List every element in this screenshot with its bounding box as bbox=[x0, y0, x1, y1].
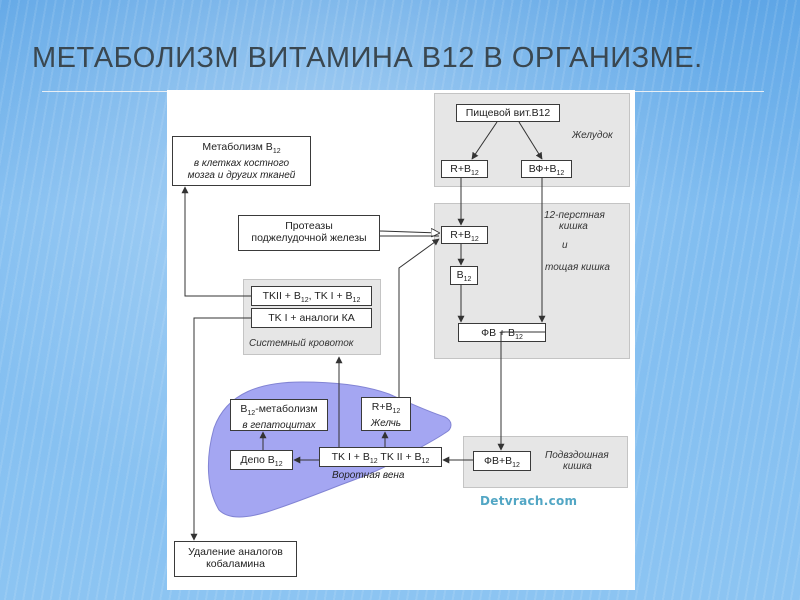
label-ileum-2: кишка bbox=[563, 461, 592, 472]
subscript-12: 12 bbox=[247, 410, 256, 418]
box-removal-line1: Удаление аналогов bbox=[188, 546, 283, 558]
box-depot: Депо B12 bbox=[230, 450, 293, 470]
arrow-food-to-rb12 bbox=[471, 121, 498, 160]
label-ileum-1: Подвздошная bbox=[545, 450, 609, 461]
box-marrow-metabolism: Метаболизм B12 в клетках костного мозга … bbox=[172, 136, 311, 186]
box-marrow-line2: в клетках костного bbox=[193, 158, 290, 170]
diagram-panel: Желудок 12-перстная кишка и тощая кишка … bbox=[167, 90, 635, 590]
box-r-b12-duodenum-text: R+B bbox=[450, 229, 471, 241]
arrow-food-to-vfb12 bbox=[518, 121, 543, 160]
subscript-12: 12 bbox=[392, 408, 401, 416]
box-hepatocytes: B12-метаболизм в гепатоцитах bbox=[230, 399, 328, 431]
box-portal-tk: TK I + B12 TK II + B12 bbox=[319, 447, 442, 467]
box-tkii-text: TKII + B bbox=[262, 290, 301, 302]
subscript-12: 12 bbox=[274, 461, 283, 469]
box-r-b12-text: R+B bbox=[450, 163, 471, 175]
box-proteases-line1: Протеазы bbox=[285, 220, 333, 232]
label-duodenum-1: 12-перстная bbox=[544, 210, 605, 221]
box-bile-title: R+B bbox=[371, 401, 393, 413]
box-removal-line2: кобаламина bbox=[206, 558, 265, 570]
label-duodenum-2: кишка bbox=[559, 221, 588, 232]
box-fv-b12-text: ФВ + B bbox=[481, 327, 516, 339]
label-portal-vein: Воротная вена bbox=[332, 470, 405, 481]
subscript-12: 12 bbox=[512, 462, 520, 470]
subscript-12: 12 bbox=[515, 334, 523, 342]
region-ileum bbox=[463, 436, 628, 488]
box-fv-b12-ileum: ФВ+B12 bbox=[473, 451, 531, 471]
subscript-12: 12 bbox=[352, 297, 361, 305]
box-depot-text: Депо B bbox=[240, 454, 275, 466]
box-tki-analogs: TK I + аналоги КА bbox=[251, 308, 372, 328]
subscript-12: 12 bbox=[463, 276, 472, 284]
box-tki-analogs-text: TK I + аналоги КА bbox=[268, 312, 355, 324]
box-r-b12-duodenum: R+B12 bbox=[441, 226, 488, 244]
box-hepato-sub: в гепатоцитах bbox=[242, 420, 316, 431]
subscript-12: 12 bbox=[421, 458, 430, 466]
box-hepato-title: -метаболизм bbox=[255, 403, 318, 415]
arrow-proteases-1 bbox=[379, 231, 439, 233]
arrow-fv-to-ileum bbox=[497, 331, 546, 451]
label-circulation: Системный кровоток bbox=[249, 338, 354, 349]
box-portal-tkii-text: TK II + B bbox=[377, 451, 422, 463]
arrow-bile-to-duodenum bbox=[398, 238, 440, 397]
box-removal: Удаление аналогов кобаламина bbox=[174, 541, 297, 577]
box-tkii-tki: TKII + B12, TK I + B12 bbox=[251, 286, 372, 306]
box-r-b12: R+B12 bbox=[441, 160, 488, 178]
box-bile-sub: Желчь bbox=[370, 418, 402, 430]
label-duodenum-4: тощая кишка bbox=[545, 262, 610, 273]
box-marrow-line3: мозга и других тканей bbox=[187, 170, 296, 182]
subscript-12: 12 bbox=[470, 236, 479, 244]
box-proteases: Протеазы поджелудочной железы bbox=[238, 215, 380, 251]
box-tki-text: , TK I + B bbox=[308, 290, 353, 302]
subscript-12: 12 bbox=[300, 297, 309, 305]
box-bile: R+B12 Желчь bbox=[361, 397, 411, 431]
box-food-b12: Пищевой вит.B12 bbox=[456, 104, 560, 122]
box-hepato-b: B bbox=[240, 403, 248, 415]
box-marrow-title: Метаболизм B bbox=[202, 141, 273, 153]
subscript-12: 12 bbox=[272, 148, 281, 156]
watermark: Detvrach.com bbox=[480, 494, 578, 508]
box-portal-tki-text: TK I + B bbox=[331, 451, 370, 463]
slide-title: МЕТАБОЛИЗМ ВИТАМИНА В12 В ОРГАНИЗМЕ. bbox=[32, 42, 703, 74]
arrow-circulation-to-marrow bbox=[181, 186, 251, 297]
label-duodenum-3: и bbox=[562, 240, 568, 251]
box-fv-b12-ileum-text: ФВ+B bbox=[484, 455, 513, 467]
arrow-analogs-to-removal bbox=[190, 317, 251, 541]
box-food-b12-text: Пищевой вит.B12 bbox=[465, 107, 551, 119]
box-vf-b12: ВФ+B12 bbox=[521, 160, 572, 178]
subscript-12: 12 bbox=[369, 458, 378, 466]
box-b12-free-text: B bbox=[456, 269, 464, 281]
arrows-layer bbox=[181, 121, 546, 541]
subscript-12: 12 bbox=[556, 170, 565, 178]
subscript-12: 12 bbox=[470, 170, 479, 178]
box-b12-free: B12 bbox=[450, 266, 478, 285]
label-stomach: Желудок bbox=[572, 130, 613, 141]
box-vf-b12-text: ВФ+B bbox=[528, 163, 557, 175]
box-proteases-line2: поджелудочной железы bbox=[251, 232, 367, 244]
